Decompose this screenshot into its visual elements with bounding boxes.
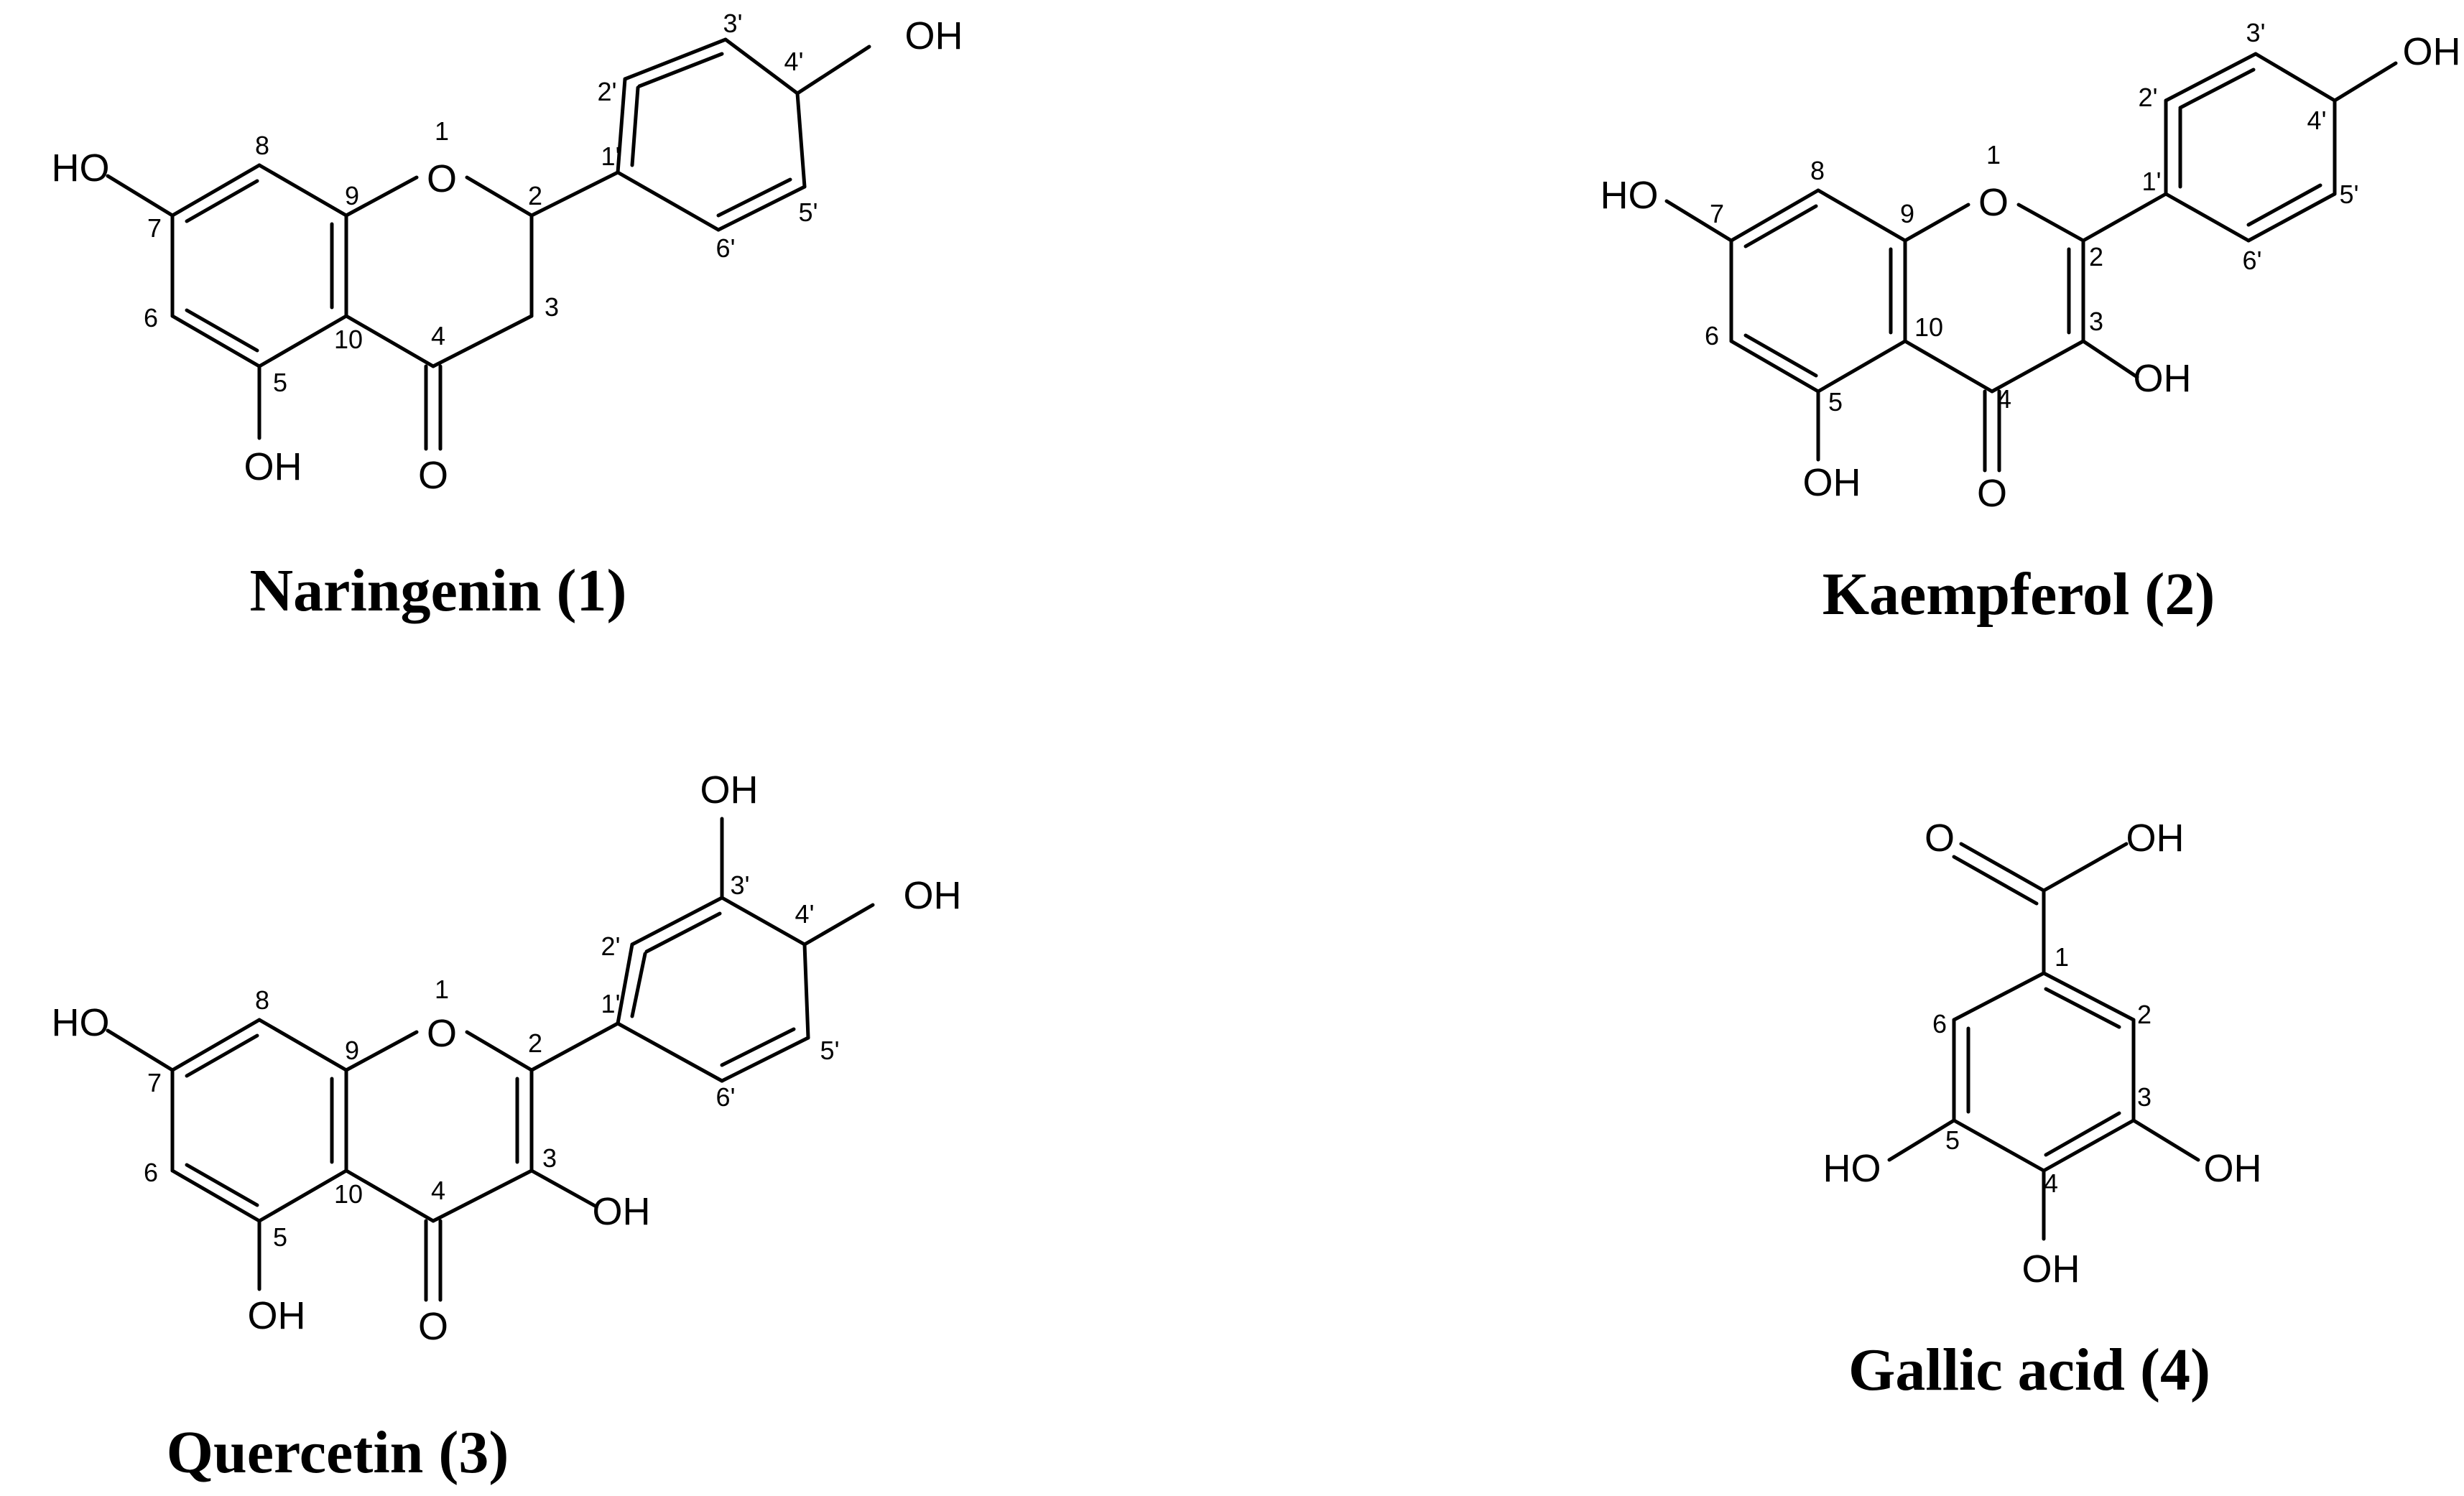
quercetin-bonds [106,817,875,1302]
gallic-acid-acid-hydroxyl: OH [2126,817,2185,860]
gallic-acid-bonds [1887,842,2200,1241]
naringenin-num-1p: 1' [601,141,621,171]
quercetin-num-5: 5 [273,1222,287,1252]
naringenin-num-7: 7 [147,213,162,243]
kaempferol-5-hydroxyl: OH [1803,461,1861,504]
quercetin-title: Quercetin (3) [167,1419,509,1486]
kaempferol-num-7: 7 [1710,199,1724,228]
quercetin-num-6p: 6' [716,1082,736,1112]
naringenin-num-10: 10 [334,325,363,354]
naringenin-num-3: 3 [545,292,559,322]
kaempferol-num-5p: 5' [2340,180,2359,209]
naringenin-atom-numbering: 1 2 3 4 5 6 7 8 9 10 1' 2' 3' 4' 5' 6' [144,9,818,397]
quercetin-num-4p: 4' [795,899,815,929]
kaempferol-num-4p: 4' [2307,106,2327,135]
kaempferol-num-6: 6 [1705,321,1719,350]
naringenin-structure: O O HO OH OH 1 2 3 4 5 6 7 8 9 10 1' 2' … [52,9,963,624]
gallic-acid-3-hydroxyl: OH [2204,1147,2262,1190]
quercetin-5-hydroxyl: OH [248,1294,306,1337]
quercetin-num-2: 2 [528,1028,542,1058]
gallic-acid-structure: O OH HO OH OH 1 2 3 4 5 6 Gallic acid (4… [1823,817,2262,1403]
kaempferol-num-8: 8 [1810,156,1825,185]
naringenin-num-2p: 2' [598,77,617,106]
quercetin-num-6: 6 [144,1158,158,1187]
gallic-acid-4-hydroxyl: OH [2022,1248,2080,1291]
naringenin-num-5: 5 [273,368,287,397]
kaempferol-ring-oxygen: O [1978,181,2009,224]
quercetin-carbonyl-oxygen: O [418,1305,448,1348]
quercetin-4p-hydroxyl: OH [904,874,962,917]
quercetin-num-1p: 1' [601,989,621,1018]
naringenin-bonds [106,37,871,451]
kaempferol-num-6p: 6' [2243,246,2262,275]
kaempferol-4p-hydroxyl: OH [2403,30,2461,73]
kaempferol-num-3: 3 [2089,307,2103,336]
kaempferol-3-hydroxyl: OH [2134,357,2192,400]
kaempferol-structure: O O HO OH OH OH 1 2 3 4 5 6 7 8 9 10 1' … [1601,18,2461,628]
naringenin-num-4: 4 [431,321,445,350]
kaempferol-num-1p: 1' [2142,167,2162,196]
quercetin-num-7: 7 [147,1068,162,1097]
gallic-acid-num-1: 1 [2055,942,2069,972]
naringenin-num-3p: 3' [723,9,743,38]
kaempferol-num-2: 2 [2089,242,2103,271]
gallic-acid-num-3: 3 [2137,1082,2152,1112]
quercetin-ring-oxygen: O [427,1012,457,1055]
naringenin-num-1: 1 [435,116,449,146]
gallic-acid-5-hydroxyl: HO [1823,1147,1881,1190]
naringenin-title: Naringenin (1) [250,557,627,624]
kaempferol-num-10: 10 [1914,312,1943,342]
gallic-acid-num-6: 6 [1932,1009,1947,1039]
naringenin-num-5p: 5' [799,198,818,227]
kaempferol-num-2p: 2' [2139,83,2158,112]
quercetin-structure: O O HO OH OH OH OH 1 2 3 4 5 6 7 8 9 10 … [52,768,962,1486]
quercetin-num-10: 10 [334,1179,363,1209]
quercetin-num-2p: 2' [601,931,621,961]
naringenin-ring-oxygen: O [427,157,457,200]
gallic-acid-num-2: 2 [2137,1000,2152,1029]
gallic-acid-num-5: 5 [1945,1125,1960,1155]
quercetin-7-hydroxyl: HO [52,1001,110,1044]
naringenin-num-9: 9 [345,181,359,210]
quercetin-3p-hydroxyl: OH [700,768,759,812]
naringenin-num-4p: 4' [784,47,804,76]
naringenin-7-hydroxyl: HO [52,147,110,190]
quercetin-num-4: 4 [431,1176,445,1205]
kaempferol-carbonyl-oxygen: O [1977,472,2007,515]
quercetin-num-1: 1 [435,975,449,1004]
kaempferol-atom-numbering: 1 2 3 4 5 6 7 8 9 10 1' 2' 3' 4' 5' 6' [1705,18,2358,417]
quercetin-num-5p: 5' [820,1036,840,1065]
quercetin-atom-numbering: 1 2 3 4 5 6 7 8 9 10 1' 2' 3' 4' 5' 6' [144,870,839,1252]
naringenin-4p-hydroxyl: OH [905,14,963,57]
naringenin-carbonyl-oxygen: O [418,454,448,497]
quercetin-num-3: 3 [542,1143,557,1173]
kaempferol-num-4: 4 [1997,384,2011,414]
kaempferol-bonds [1664,52,2398,473]
naringenin-5-hydroxyl: OH [244,445,302,488]
kaempferol-num-5: 5 [1828,387,1843,417]
quercetin-num-8: 8 [255,985,269,1015]
gallic-acid-carbonyl-oxygen: O [1925,817,1955,860]
kaempferol-title: Kaempferol (2) [1822,561,2215,628]
naringenin-num-8: 8 [255,131,269,160]
naringenin-num-6: 6 [144,303,158,333]
gallic-acid-num-4: 4 [2044,1169,2058,1198]
gallic-acid-atom-numbering: 1 2 3 4 5 6 [1932,942,2152,1198]
gallic-acid-title: Gallic acid (4) [1848,1337,2210,1403]
quercetin-num-9: 9 [345,1036,359,1065]
kaempferol-num-1: 1 [1986,140,2001,169]
kaempferol-num-3p: 3' [2246,18,2266,47]
kaempferol-num-9: 9 [1900,199,1914,228]
kaempferol-7-hydroxyl: HO [1601,174,1659,217]
quercetin-3-hydroxyl: OH [593,1190,651,1233]
naringenin-num-6p: 6' [716,233,736,263]
quercetin-num-3p: 3' [731,870,750,900]
naringenin-num-2: 2 [528,181,542,210]
